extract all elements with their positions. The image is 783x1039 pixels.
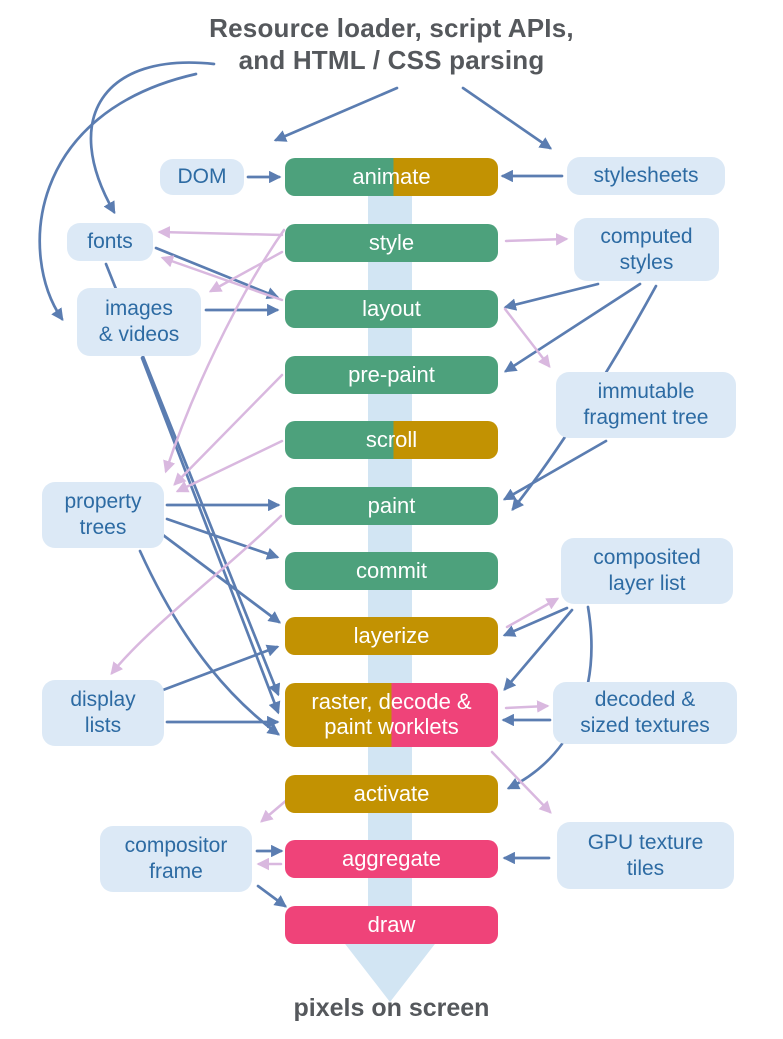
flow-arrows [38,61,658,908]
stage-pre-paint: pre-paint [285,356,498,394]
store-computed-styles-label: computed styles [600,224,693,274]
store-decoded-sized-textures-label: decoded & sized textures [580,688,710,737]
store-display-lists: display lists [42,680,164,746]
stage-scroll-label: scroll [365,426,418,452]
arrow-title-to-stylesheets [461,86,553,150]
arrow-raster-to-decoded-sized-textures [504,700,550,713]
stage-commit-label: commit [356,557,427,583]
store-dom: DOM [160,159,244,195]
store-computed-styles: computed styles [574,218,719,281]
stage-activate-label: activate [353,780,430,806]
arrow-pre-paint-to-property-trees [173,373,284,486]
diagram-title-line2: and HTML / CSS parsing [238,45,545,76]
arrow-layout-to-fonts [160,255,284,302]
stage-draw: draw [285,906,498,944]
arrow-images-videos-to-raster [140,356,281,715]
arrow-computed-styles-to-layout [503,282,600,311]
stage-animate-label: animate [352,163,431,189]
arrow-fonts-to-layout [154,246,280,300]
store-display-lists-label: display lists [70,688,136,737]
stage-scroll: scroll [285,421,498,459]
stage-animate: animate [285,158,498,196]
stage-paint-label: paint [367,492,416,518]
arrow-title-to-pipeline [273,86,399,142]
store-stylesheets: stylesheets [567,157,725,195]
stage-layout-label: layout [362,295,421,321]
stage-pre-paint-label: pre-paint [348,361,435,387]
arrow-animate-to-property-trees [163,228,286,474]
stage-style: style [285,224,498,262]
diagram-title-line1: Resource loader, script APIs, [209,13,574,43]
arrow-scroll-to-property-trees [175,439,284,493]
store-dom-label: DOM [177,165,227,189]
arrow-composited-layer-list-to-layerize [502,606,569,637]
arrow-style-to-computed-styles [504,233,569,246]
store-immutable-fragment-tree-label: immutable fragment tree [583,380,709,429]
store-property-trees-label: property trees [64,490,142,539]
arrow-title-to-fonts [89,61,216,215]
store-stylesheets-label: stylesheets [593,164,699,188]
pixels-on-screen-label: pixels on screen [293,994,490,1022]
store-fonts-label: fonts [87,230,133,254]
arrow-layout-to-immutable-fragment-tree [503,307,551,368]
stage-paint: paint [285,487,498,525]
store-immutable-fragment-tree: immutable fragment tree [556,372,736,438]
stage-activate: activate [285,775,498,813]
stage-raster-decode-paint-worklets: raster, decode & paint worklets [285,683,498,747]
store-fonts: fonts [67,223,153,261]
stage-layout: layout [285,290,498,328]
arrow-composited-layer-list-to-raster [503,608,574,691]
store-composited-layer-list-label: composited layer list [593,546,701,595]
arrow-raster-to-gpu-texture-tiles [490,750,552,814]
arrow-computed-styles-to-pre-paint [503,282,642,373]
stage-aggregate-label: aggregate [341,845,442,871]
diagram-title: Resource loader, script APIs, and HTML /… [0,12,783,76]
arrow-display-lists-to-layerize [153,644,280,695]
arrow-style-to-fonts [157,225,284,239]
store-compositor-frame: compositor frame [100,826,252,892]
stage-aggregate: aggregate [285,840,498,878]
arrow-immutable-fragment-tree-to-paint [502,439,608,501]
store-images-videos: images & videos [77,288,201,356]
arrow-compositor-frame-to-draw [256,884,287,908]
store-composited-layer-list: composited layer list [561,538,733,604]
stage-commit: commit [285,552,498,590]
arrow-activate-to-compositor-frame [260,797,290,823]
stage-style-label: style [368,229,415,255]
store-compositor-frame-label: compositor frame [124,834,228,883]
store-gpu-texture-tiles-label: GPU texture tiles [587,830,704,880]
store-gpu-texture-tiles: GPU texture tiles [557,822,734,889]
arrow-layerize-to-composited-layer-list [505,597,560,629]
store-images-videos-label: images & videos [98,297,180,346]
stage-layerize: layerize [285,617,498,655]
arrow-style-to-images-videos [208,250,284,293]
arrow-property-trees-to-commit [165,517,280,560]
store-property-trees: property trees [42,482,164,548]
stage-draw-label: draw [367,911,416,937]
arrow-title-to-images-videos [38,72,198,322]
arrow-property-trees-to-layerize [161,533,281,624]
store-decoded-sized-textures: decoded & sized textures [553,682,737,744]
stage-layerize-label: layerize [353,622,430,648]
stage-raster-label: raster, decode & paint worklets [311,689,472,739]
arrow-paint-to-display-lists [110,514,283,675]
